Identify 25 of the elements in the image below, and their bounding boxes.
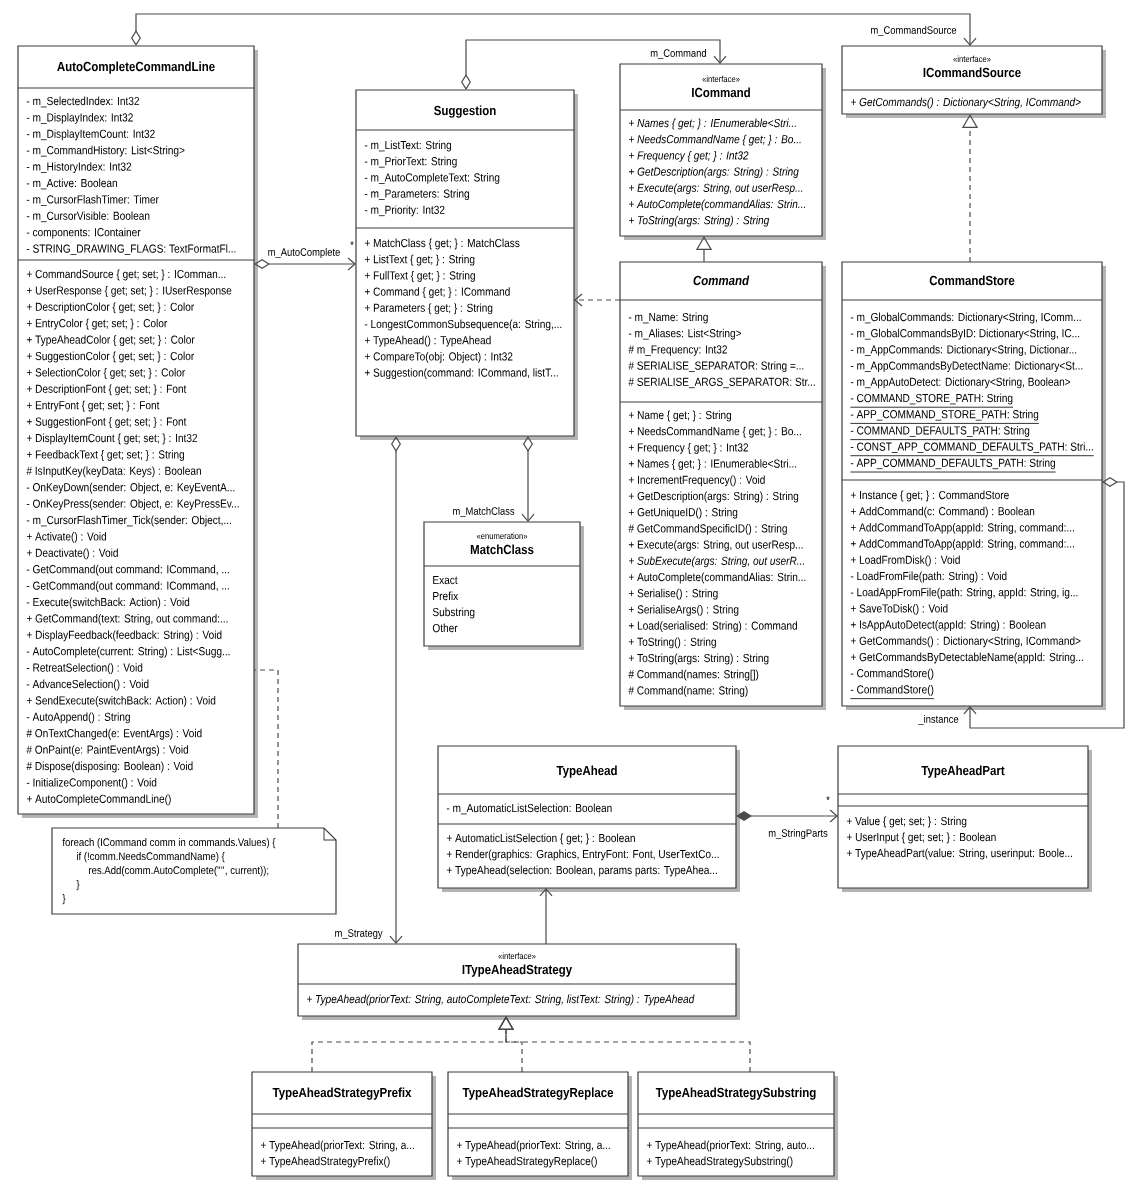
association-arrow [539,888,553,945]
class-box [423,521,584,650]
class-box [841,261,1106,710]
class-box [841,45,1106,118]
class-box [251,1071,436,1180]
aggregation-arrow [254,257,356,271]
class-box [355,89,578,440]
aggregation-arrow [963,477,1125,729]
composition-arrow [736,809,838,823]
aggregation-arrow [461,39,727,90]
aggregation-arrow [131,13,977,46]
class-box [437,745,740,892]
class-box [17,45,258,818]
class-box [637,1071,838,1180]
class-box [837,745,1092,892]
class-box [619,261,826,710]
aggregation-arrow [521,436,535,522]
class-box [619,63,826,240]
class-box [447,1071,632,1180]
realization-arrow [497,1016,751,1073]
class-box [297,943,740,1020]
note-connector [253,669,279,829]
dependency-arrow [574,293,621,307]
aggregation-arrow [389,436,403,944]
note-box [51,827,337,915]
